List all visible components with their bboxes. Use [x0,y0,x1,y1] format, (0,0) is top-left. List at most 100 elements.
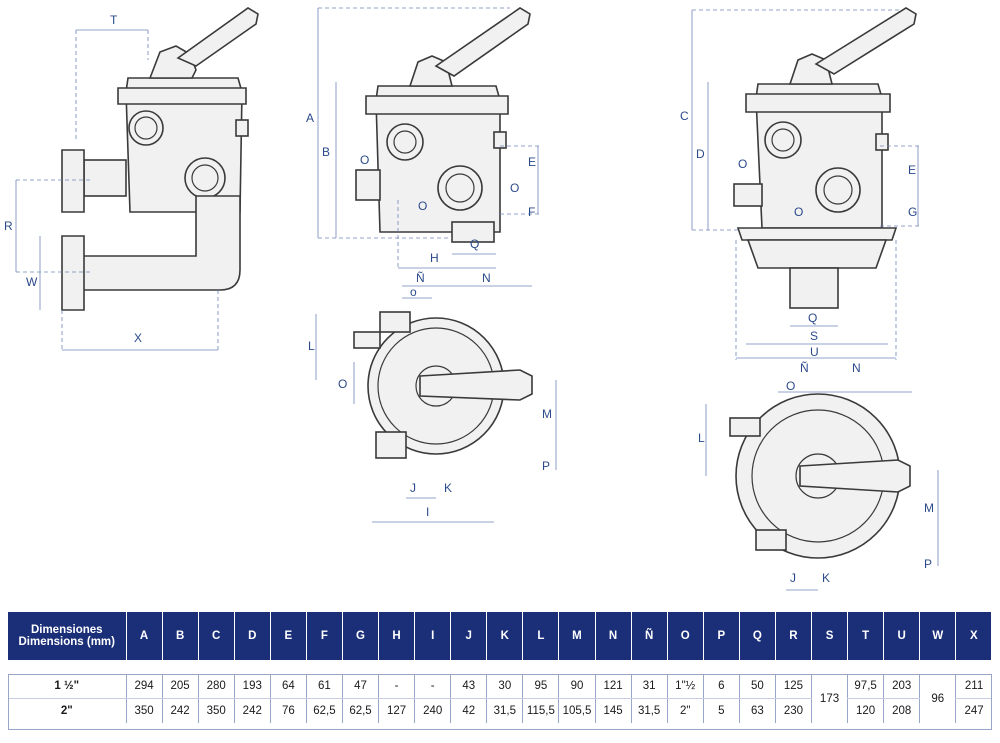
column-header: S [811,612,849,660]
column-header: O [667,612,704,660]
table-cell: 242 [161,698,199,723]
table-cell: 242 [233,698,271,723]
table-cell: 96 [919,674,956,723]
label-O-upper: O [360,153,369,167]
label-C: C [680,109,689,123]
column-header: Ñ [631,612,668,660]
table-cell: 350 [197,698,235,723]
column-header: D [234,612,271,660]
label-O-right: O [510,181,519,195]
table-cell: 97,5 [847,674,884,699]
column-header: G [342,612,380,660]
table-cell: 1"½ [666,674,704,699]
front-view: A B O O E O F H Q [306,7,540,270]
column-header: M [558,612,596,660]
table-cell: 2" [666,698,704,723]
column-header: C [198,612,235,660]
technical-drawing: T R W X A B O O E O F H Q [4,7,939,591]
table-cell: 95 [522,674,559,699]
table-cell: 247 [955,698,992,723]
label-O: O [338,377,347,391]
label-F: F [528,205,535,219]
label-L: L [698,431,705,445]
column-header: W [919,612,957,660]
table-cell: 350 [125,698,163,723]
table-cell: 230 [774,698,812,723]
label-E: E [908,163,916,177]
table-cell: 205 [161,674,199,699]
label-N: N [852,361,861,375]
column-header: A [126,612,163,660]
table-cell: 6 [702,674,740,699]
label-K: K [444,481,452,495]
table-cell: 115,5 [522,698,559,723]
table-cell: 173 [810,674,848,723]
label-J: J [410,481,416,495]
table-cell: 30 [486,674,523,699]
column-header: T [847,612,885,660]
column-header: N [595,612,632,660]
label-R: R [4,219,13,233]
side-view-with-pipes: T R W X [4,7,259,351]
label-O-upper: O [738,157,747,171]
column-header: Q [739,612,776,660]
table-cell: 211 [955,674,992,699]
table-cell: 62,5 [305,698,343,723]
column-header: R [775,612,812,660]
label-N: N [482,271,491,285]
label-K: K [822,571,830,585]
label-O-lower: O [418,199,427,213]
label-D: D [696,147,705,161]
table-cell: 31 [630,674,668,699]
table-cell: 125 [774,674,812,699]
column-header: X [955,612,993,660]
table-cell: 280 [197,674,235,699]
table-cell: 47 [341,674,379,699]
label-P: P [542,459,550,473]
label-O: O [786,379,795,393]
table-cell: 90 [558,674,596,699]
label-E: E [528,155,536,169]
table-cell: 127 [378,698,415,723]
table-cell: 61 [305,674,343,699]
label-O-lower: O [794,205,803,219]
table-cell: 64 [269,674,307,699]
column-header: H [378,612,416,660]
label-B: B [322,145,330,159]
table-cell: 208 [883,698,920,723]
header-dimensions: Dimensiones Dimensions (mm) [8,612,127,660]
label-A: A [306,111,314,125]
label-M: M [542,407,552,421]
column-header: P [703,612,740,660]
label-M: M [924,501,934,515]
table-cell: 76 [269,698,307,723]
table-cell: 193 [233,674,271,699]
column-header: I [414,612,452,660]
flange-side-view: C D O E G O Q S U [680,7,920,360]
table-cell: 294 [125,674,163,699]
label-N-tilde: Ñ [800,361,809,375]
column-header: U [883,612,921,660]
label-U: U [810,345,819,359]
label-W: W [26,275,38,289]
column-header: F [306,612,343,660]
label-S: S [810,329,818,343]
label-T: T [110,13,118,27]
column-header: E [270,612,307,660]
label-P: P [924,557,932,571]
label-G: G [908,205,917,219]
column-header: B [162,612,199,660]
table-cell: - [378,674,415,699]
table-cell: 31,5 [630,698,668,723]
table-cell: - [414,674,451,699]
column-header: K [486,612,524,660]
label-Q: Q [808,311,817,325]
label-Q: Q [470,237,479,251]
row-size: 2" [60,705,73,717]
label-H: H [430,251,439,265]
table-cell: 105,5 [558,698,596,723]
table-cell: 62,5 [341,698,379,723]
